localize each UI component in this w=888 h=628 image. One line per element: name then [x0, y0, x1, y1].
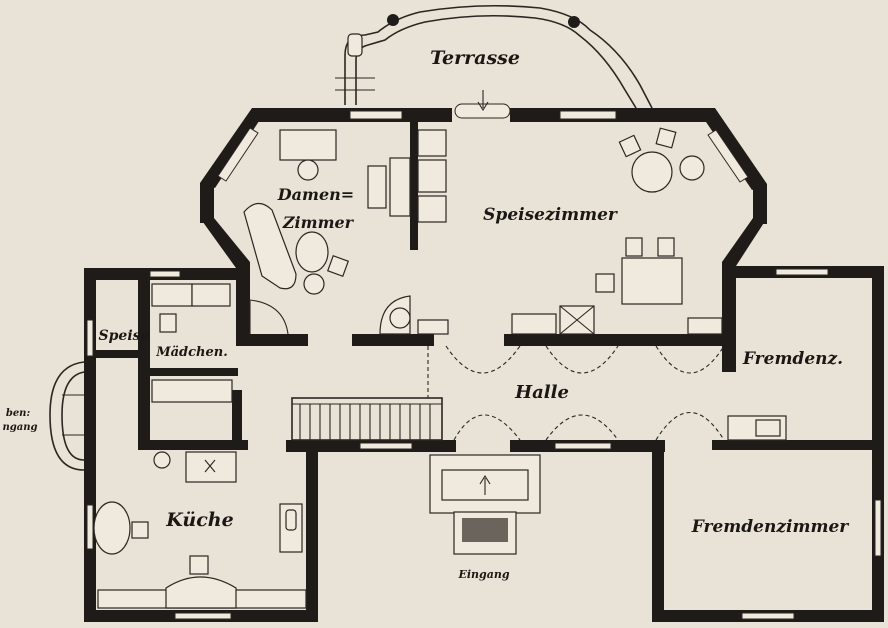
label-speisezimmer: Speisezimmer: [483, 205, 618, 225]
label-damenzimmer-line1: Damen=: [277, 185, 354, 204]
label-terrasse: Terrasse: [430, 47, 520, 69]
label-kueche: Küche: [165, 509, 233, 531]
label-eingang: Eingang: [457, 568, 509, 581]
label-fremdenzimmer: Fremdenzimmer: [691, 517, 849, 537]
main-entrance: [429, 90, 541, 555]
furniture: [93, 127, 787, 609]
label-fremdenz: Fremdenz.: [742, 349, 843, 369]
label-damenzimmer-line2: Zimmer: [282, 213, 355, 232]
terrace-outline: [335, 4, 653, 109]
room-labels: Terrasse Damen= Zimmer Speisezimmer Spei…: [2, 47, 849, 581]
label-halle: Halle: [514, 382, 569, 403]
label-neben-line2: ngang: [2, 422, 37, 433]
windows: [86, 103, 882, 620]
label-speise: Speise: [99, 328, 150, 344]
label-neben-line1: ben:: [6, 408, 31, 419]
hall-door-swings: [427, 345, 725, 441]
label-maedchen: Mädchen.: [155, 345, 228, 360]
staircase: [291, 397, 443, 441]
side-entrance-bay: [49, 361, 85, 471]
